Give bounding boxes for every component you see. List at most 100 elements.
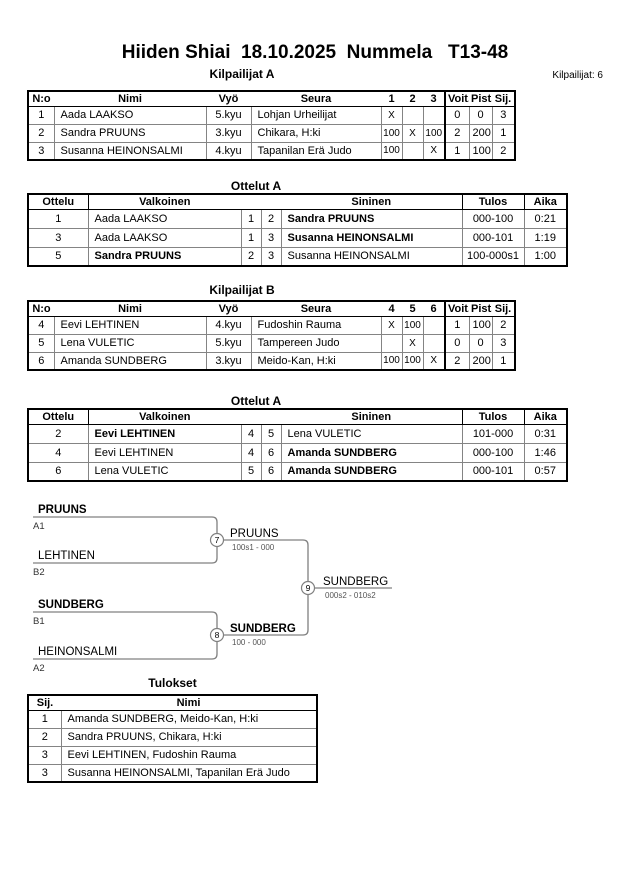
col-points: Pist.	[469, 301, 492, 317]
cell-m5: 100	[401, 315, 424, 335]
matches-b-row-2: 4 Eevi LEHTINEN 4 6 Amanda SUNDBERG 000-…	[27, 442, 568, 463]
cell-club: Lohjan Urheilijat	[250, 105, 382, 125]
cell-wins: 2	[444, 123, 470, 143]
semi2-winner-name: SUNDBERG	[230, 623, 296, 635]
cell-blue-no: 3	[260, 227, 282, 248]
cell-no: 2	[27, 123, 55, 143]
pool-b-row-1: 4 Eevi LEHTINEN 4.kyu Fudoshin Rauma X 1…	[27, 315, 516, 335]
col-time: Aika	[523, 409, 567, 425]
cell-time: 0:31	[523, 423, 568, 444]
cell-points: 0	[468, 105, 493, 125]
cell-time: 0:21	[523, 208, 568, 229]
cell-no: 4	[27, 315, 55, 335]
matches-a-row-1: 1 Aada LAAKSO 1 2 Sandra PRUUNS 000-100 …	[27, 208, 568, 229]
col-time: Aika	[523, 194, 567, 210]
cell-place: 1	[491, 123, 516, 143]
match-number-7: 7	[215, 535, 220, 545]
pool-a-table: N:o Nimi Vyö Seura 1 2 3 Voit. Pist. Sij…	[27, 90, 516, 161]
results-header-row: Sij. Nimi	[28, 695, 317, 711]
results-row-1: 1 Amanda SUNDBERG, Meido-Kan, H:ki	[27, 709, 318, 729]
cell-result: 000-100	[461, 442, 525, 463]
pool-b-header-row: N:o Nimi Vyö Seura 4 5 6 Voit. Pist. Sij…	[28, 301, 515, 317]
cell-club: Meido-Kan, H:ki	[250, 351, 382, 371]
col-place: Sij.	[492, 301, 515, 317]
cell-white-no: 1	[240, 208, 262, 229]
cell-white-name: Eevi LEHTINEN	[87, 423, 242, 444]
cell-no: 3	[27, 141, 55, 161]
cell-m2	[401, 141, 424, 161]
cell-belt: 5.kyu	[205, 333, 252, 353]
match-circle-7	[209, 532, 225, 548]
cell-name: Amanda SUNDBERG, Meido-Kan, H:ki	[60, 709, 318, 729]
col-match-2: 2	[402, 91, 423, 107]
matches-b-heading: Ottelut A	[230, 394, 282, 408]
cell-club: Chikara, H:ki	[250, 123, 382, 143]
col-place: Sij.	[492, 91, 515, 107]
cell-belt: 4.kyu	[205, 315, 252, 335]
cell-match: 5	[27, 246, 89, 267]
cell-points: 200	[468, 351, 493, 371]
cell-m1: X	[380, 105, 403, 125]
cell-match: 1	[27, 208, 89, 229]
col-club: Seura	[251, 91, 381, 107]
col-match-4: 4	[381, 301, 402, 317]
pool-a-header-row: N:o Nimi Vyö Seura 1 2 3 Voit. Pist. Sij…	[28, 91, 515, 107]
cell-m2	[401, 105, 424, 125]
cell-name: Amanda SUNDBERG	[53, 351, 207, 371]
cell-m4: 100	[380, 351, 403, 371]
bracket-slot-name-b2: LEHTINEN	[38, 550, 95, 562]
cell-match: 2	[27, 423, 89, 444]
bracket-slot-name-a1: PRUUNS	[38, 504, 87, 516]
cell-m6	[422, 333, 446, 353]
cell-white-no: 1	[240, 227, 262, 248]
cell-wins: 0	[444, 333, 470, 353]
cell-name: Eevi LEHTINEN, Fudoshin Rauma	[60, 745, 318, 765]
bracket-diagram: PRUUNS A1 LEHTINEN B2 SUNDBERG B1 HEINON…	[33, 504, 392, 674]
cell-points: 100	[468, 141, 493, 161]
cell-m1: 100	[380, 123, 403, 143]
cell-wins: 1	[444, 315, 470, 335]
cell-belt: 3.kyu	[205, 351, 252, 371]
cell-match: 6	[27, 461, 89, 482]
cell-m5: X	[401, 333, 424, 353]
col-place: Sij.	[28, 695, 61, 711]
cell-blue-name: Susanna HEINONSALMI	[280, 246, 463, 267]
cell-club: Tampereen Judo	[250, 333, 382, 353]
match-number-8: 8	[215, 630, 220, 640]
col-name: Nimi	[54, 91, 206, 107]
final-score: 000s2 - 010s2	[325, 591, 376, 600]
matches-a-header-row: Ottelu Valkoinen Sininen Tulos Aika	[28, 194, 567, 210]
cell-blue-no: 2	[260, 208, 282, 229]
bracket-slot-seed-a2: A2	[33, 663, 45, 674]
col-no: N:o	[28, 91, 54, 107]
semi1-winner-name: PRUUNS	[230, 528, 279, 540]
cell-result: 100-000s1	[461, 246, 525, 267]
cell-match: 3	[27, 227, 89, 248]
cell-m1: 100	[380, 141, 403, 161]
cell-m4: X	[380, 315, 403, 335]
cell-white-name: Sandra PRUUNS	[87, 246, 242, 267]
semi2-score: 100 - 000	[232, 638, 266, 647]
pool-a-row-2: 2 Sandra PRUUNS 3.kyu Chikara, H:ki 100 …	[27, 123, 516, 143]
pool-a-row-1: 1 Aada LAAKSO 5.kyu Lohjan Urheilijat X …	[27, 105, 516, 125]
matches-b-header-row: Ottelu Valkoinen Sininen Tulos Aika	[28, 409, 567, 425]
cell-belt: 3.kyu	[205, 123, 252, 143]
cell-name: Susanna HEINONSALMI	[53, 141, 207, 161]
matches-a-heading: Ottelut A	[230, 179, 282, 193]
cell-wins: 2	[444, 351, 470, 371]
matches-b-row-3: 6 Lena VULETIC 5 6 Amanda SUNDBERG 000-1…	[27, 461, 568, 482]
col-match: Ottelu	[28, 194, 89, 210]
pool-b-row-2: 5 Lena VULETIC 5.kyu Tampereen Judo X 0 …	[27, 333, 516, 353]
bracket-slot-seed-b2: B2	[33, 567, 45, 578]
cell-name: Aada LAAKSO	[53, 105, 207, 125]
cell-place: 3	[491, 333, 516, 353]
cell-wins: 1	[444, 141, 470, 161]
bracket-slot-name-b1: SUNDBERG	[38, 599, 104, 611]
cell-points: 200	[468, 123, 493, 143]
pool-b-table: N:o Nimi Vyö Seura 4 5 6 Voit. Pist. Sij…	[27, 300, 516, 371]
col-name: Nimi	[54, 301, 206, 317]
col-result: Tulos	[461, 194, 524, 210]
match-circle-8	[209, 627, 225, 643]
matches-b-table: Ottelu Valkoinen Sininen Tulos Aika 2 Ee…	[27, 408, 568, 482]
semi1-score: 100s1 - 000	[232, 543, 275, 552]
